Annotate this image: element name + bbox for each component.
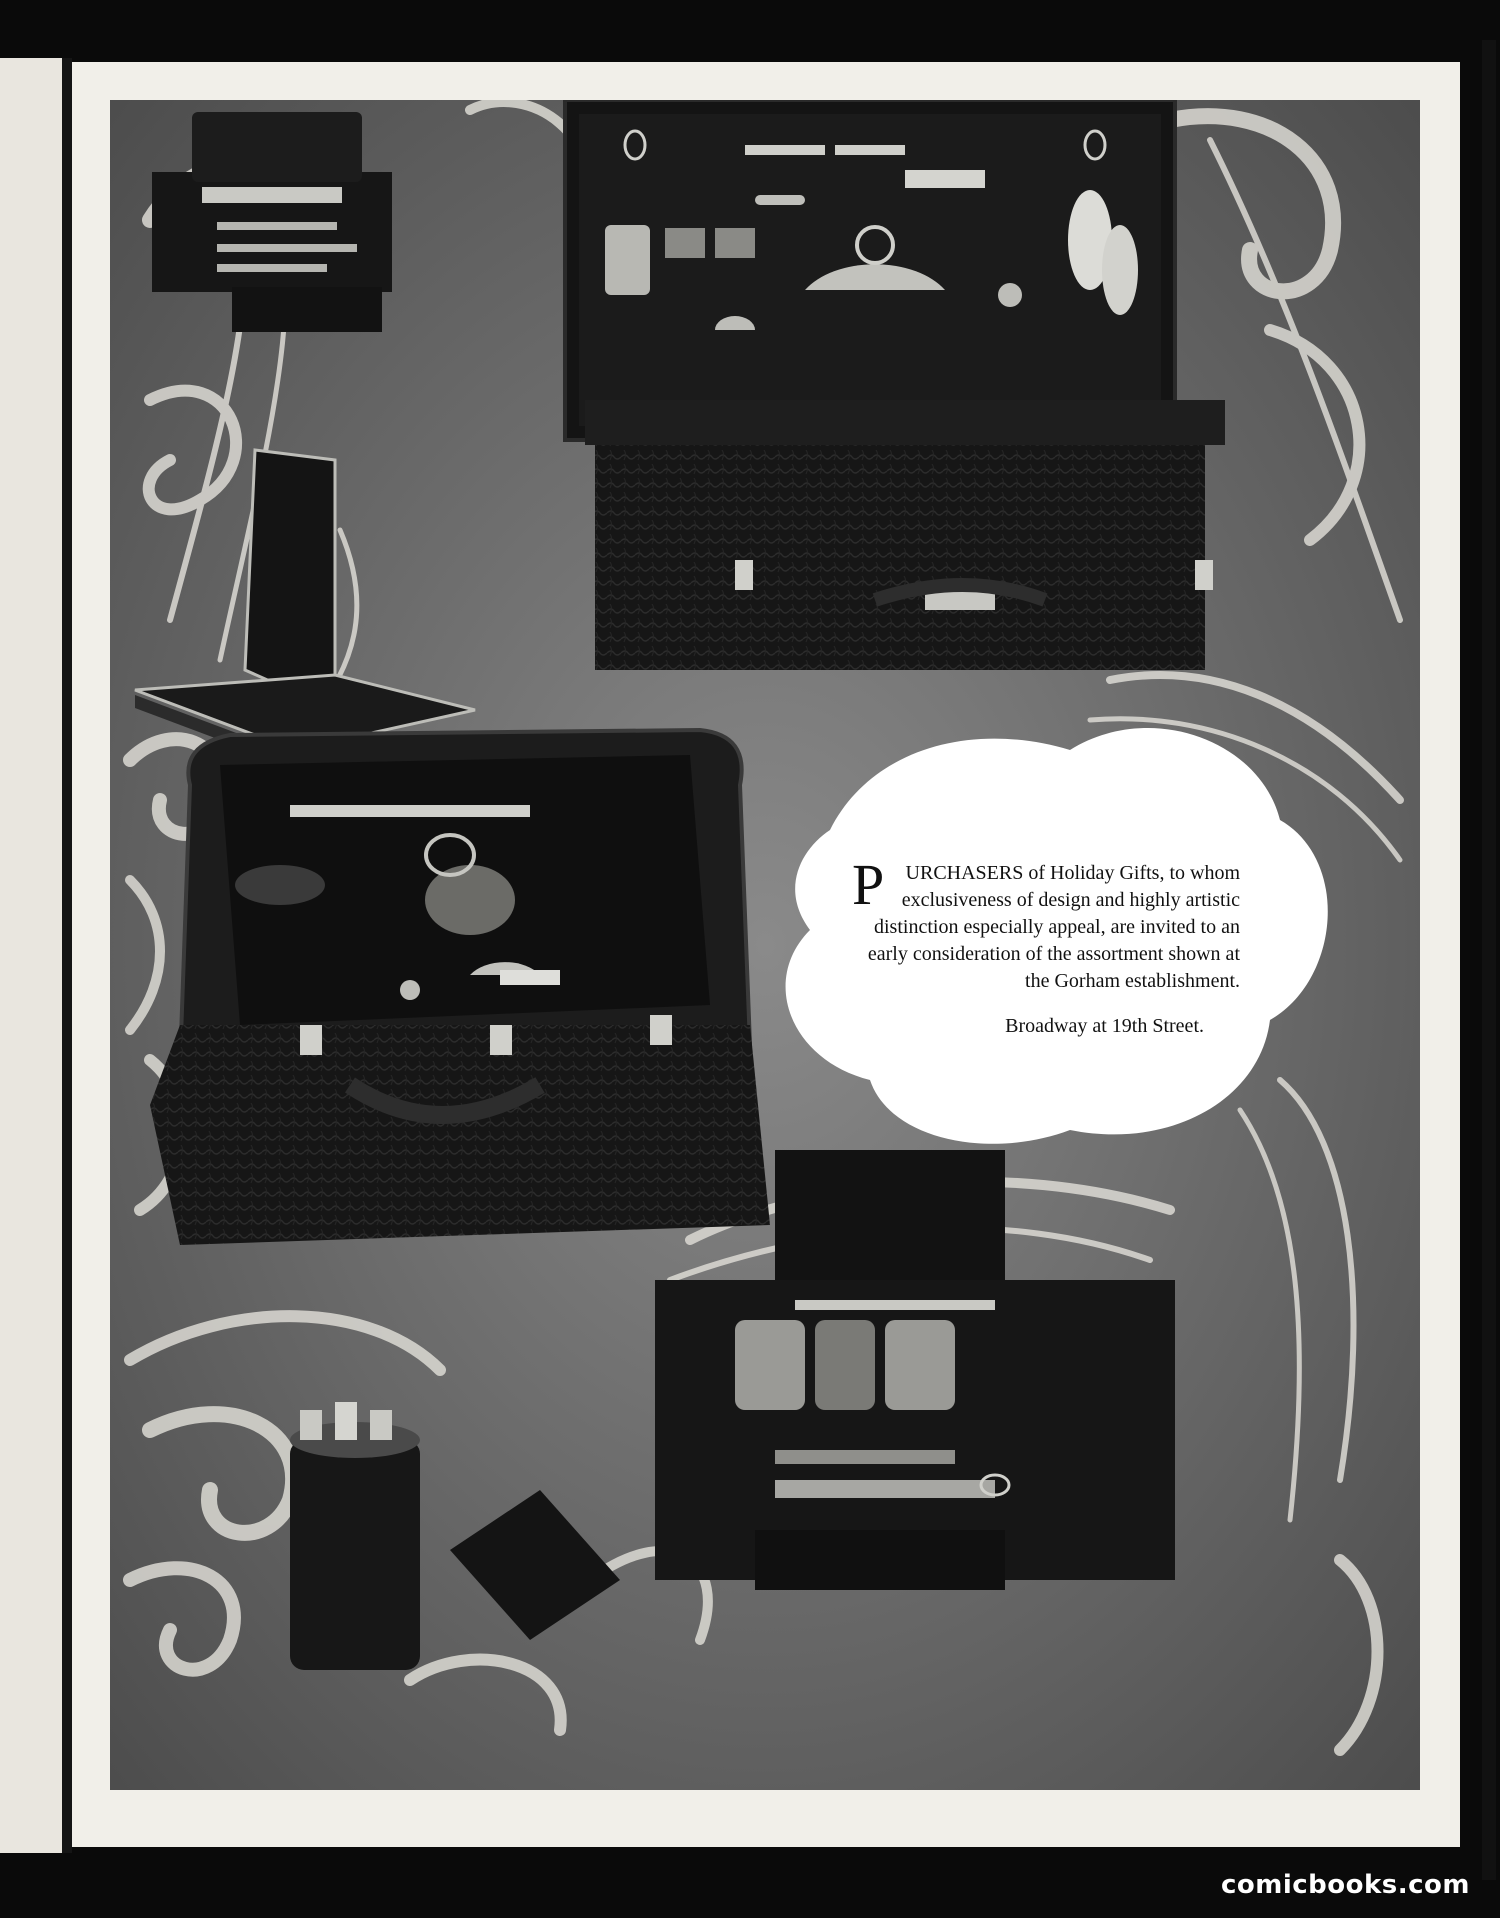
advertisement-copy: P URCHASERS of Holiday Gifts, to whom ex… [852,856,1240,1040]
page-spine [62,58,72,1853]
fitted-dressing-case-product [563,100,1225,670]
store-address: Broadway at 19th Street. [1005,1015,1204,1037]
text-cloud [785,727,1328,1144]
scan-edge [1482,40,1496,1880]
illustration-artwork [110,100,1420,1790]
fitted-toilet-roll-product [655,1150,1175,1590]
flat-writing-case-product [134,448,476,768]
left-page-margin [0,58,72,1853]
ornamental-illustration [110,100,1420,1790]
roll-case-product [152,112,392,332]
gladstone-bag-product [150,727,770,1245]
drop-cap-letter: P [852,852,885,917]
flask-set-product [290,1402,620,1670]
advertisement-body: URCHASERS of Holiday Gifts, to whom excl… [867,862,1240,992]
site-watermark: comicbooks.com [1220,1870,1470,1900]
